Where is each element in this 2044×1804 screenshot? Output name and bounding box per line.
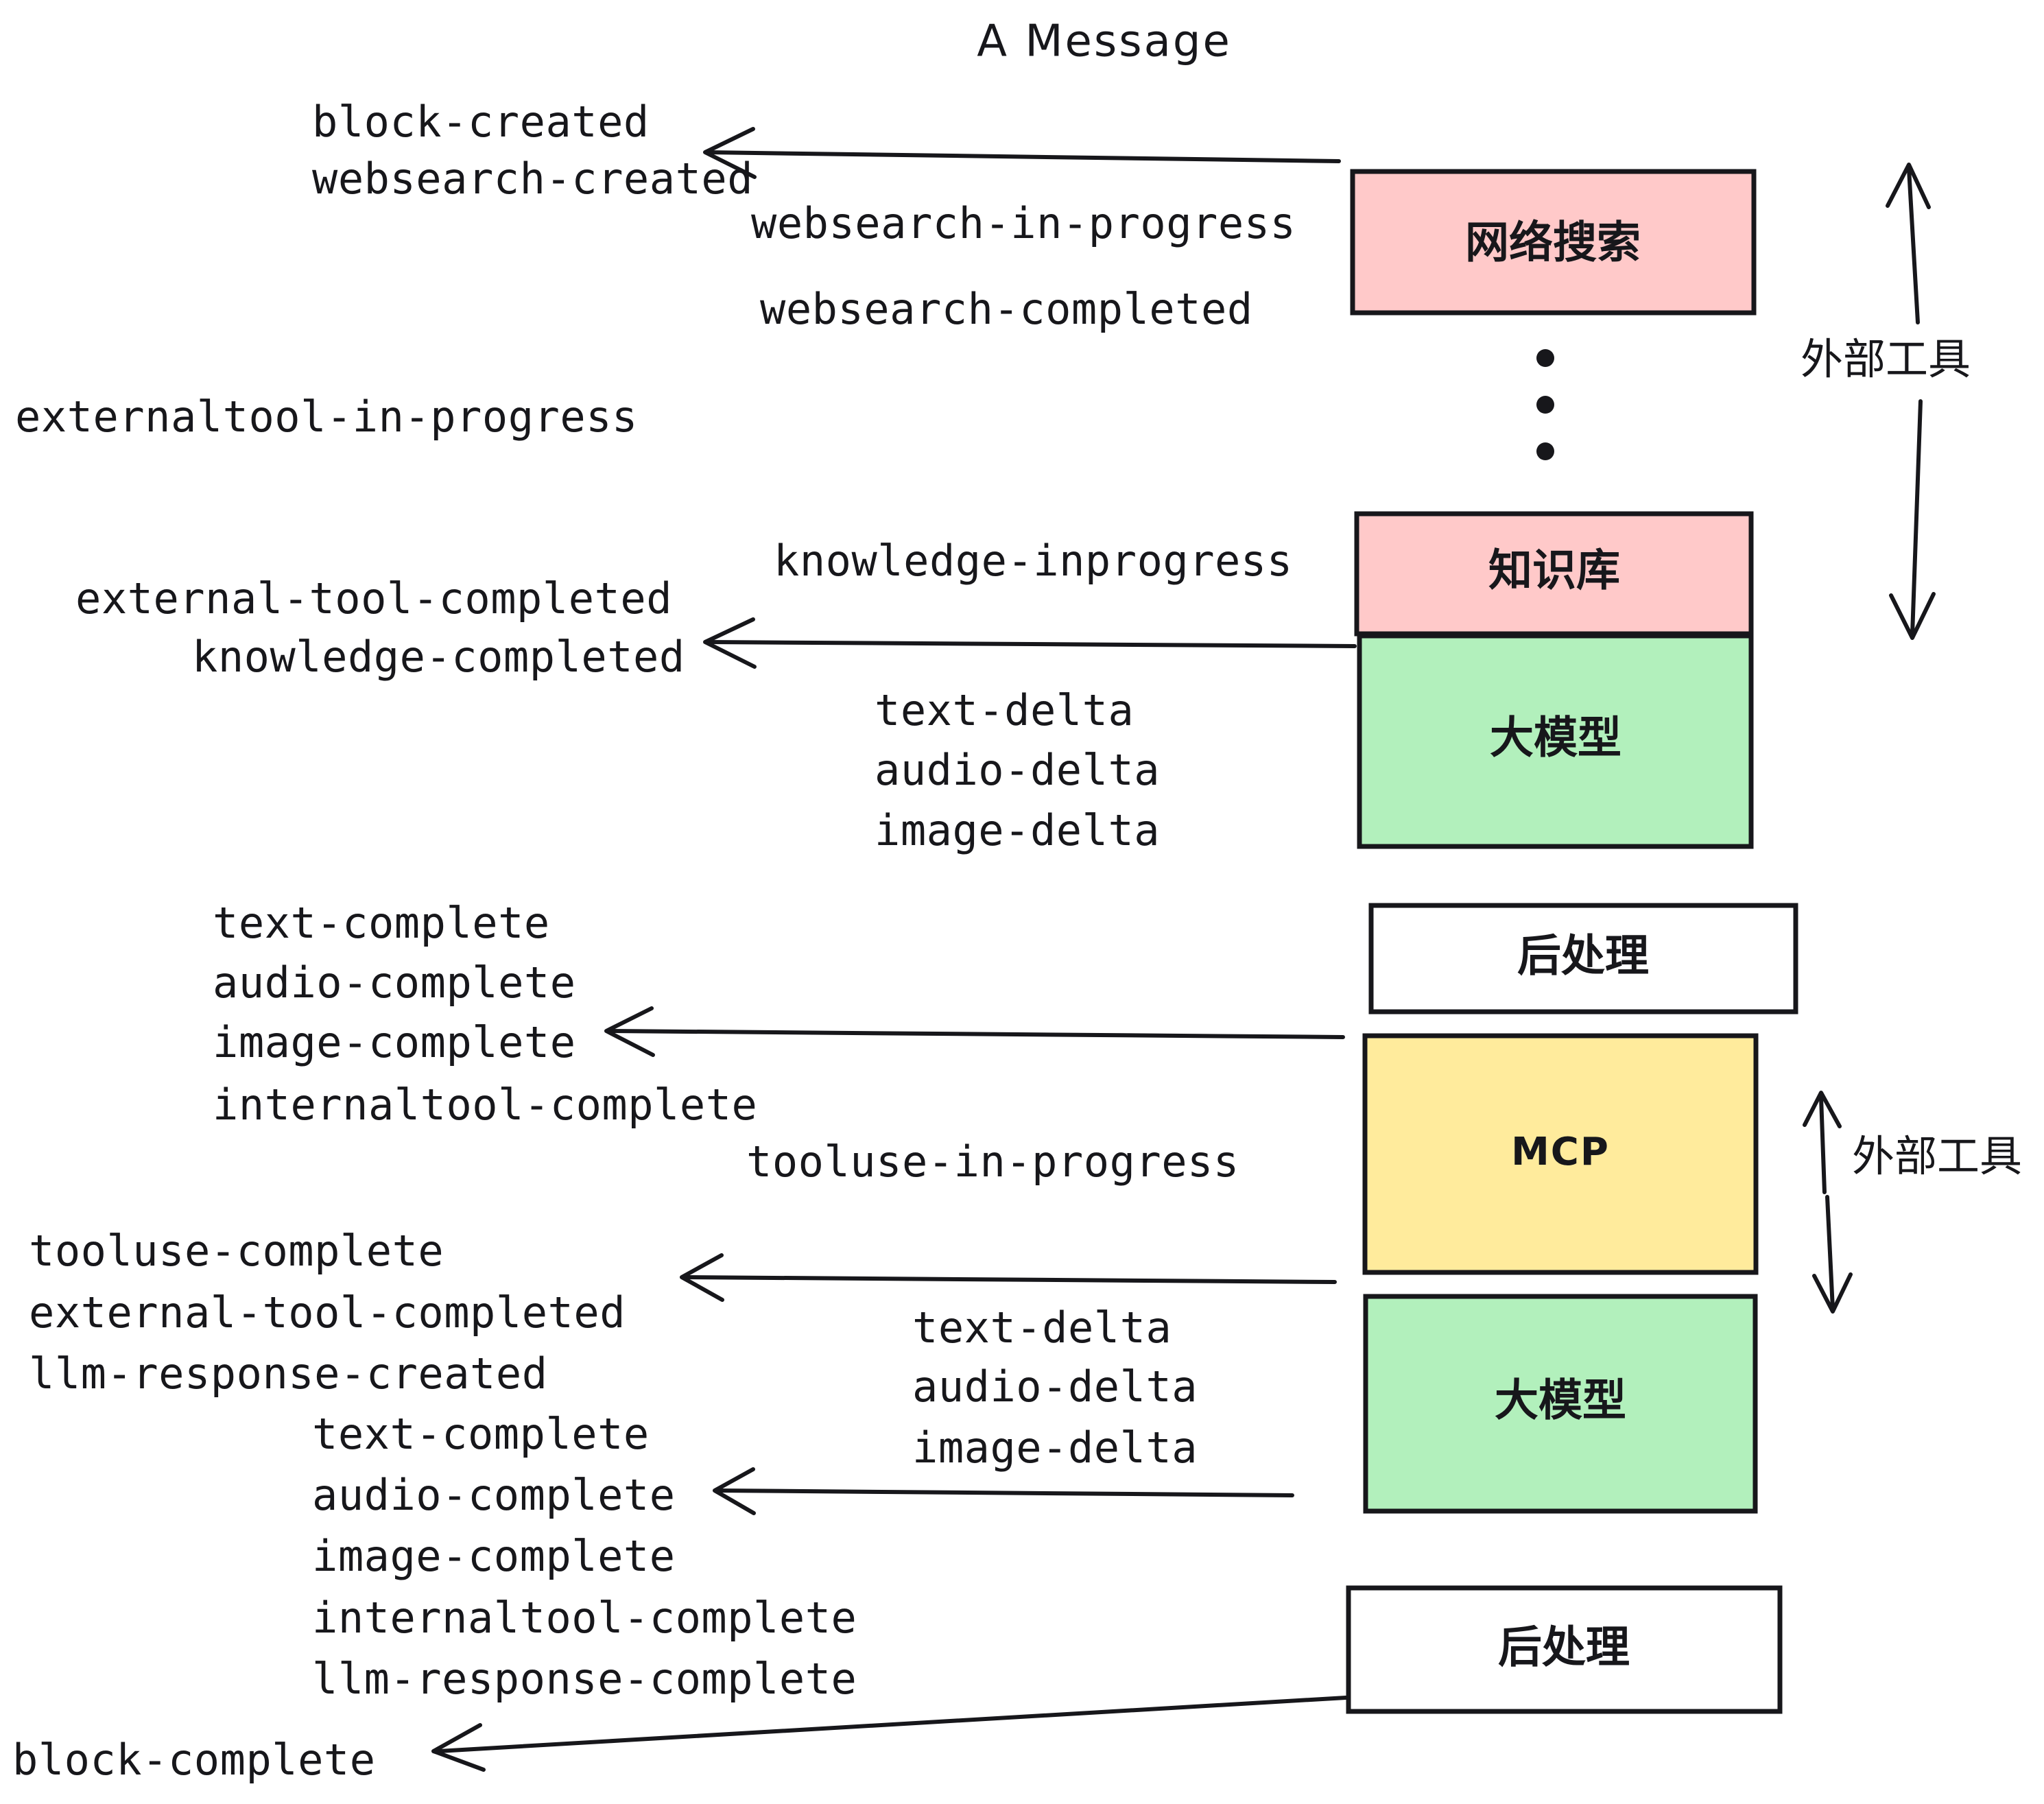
event-text-complete-1: text-complete (213, 898, 550, 948)
event-websearch-in-progress: websearch-in-progress (751, 198, 1296, 248)
event-audio-complete-2: audio-complete (312, 1470, 676, 1520)
event-text-delta-1: text-delta (875, 685, 1134, 735)
event-block-created: block-created (312, 97, 650, 147)
box-mcp-label: MCP (1511, 1130, 1610, 1174)
event-externaltool-in-progress: externaltool-in-progress (15, 392, 638, 442)
event-block-complete: block-complete (12, 1735, 376, 1785)
arrow-knowledge-to-completed (703, 617, 1357, 669)
arrow-mcp-to-tooluse-complete (680, 1253, 1337, 1302)
event-knowledge-inprogress: knowledge-inprogress (774, 536, 1293, 586)
event-internaltool-complete-2: internaltool-complete (312, 1593, 857, 1643)
arrow-websearch-to-created (703, 127, 1341, 179)
event-external-tool-completed-2: external-tool-completed (29, 1287, 626, 1338)
ellipsis-dot (1536, 442, 1554, 460)
box-knowledge[interactable] (1354, 511, 1754, 637)
event-llm-response-complete: llm-response-complete (312, 1654, 857, 1704)
box-websearch[interactable] (1350, 169, 1757, 316)
external-tools-bottom-arrows (1803, 1091, 1853, 1314)
ellipsis-dot (1536, 349, 1554, 367)
box-postprocess-2[interactable] (1346, 1585, 1783, 1714)
event-image-delta-2: image-delta (912, 1423, 1198, 1473)
event-audio-delta-1: audio-delta (875, 745, 1160, 795)
page-title: A Message (977, 16, 1232, 67)
arrow-postprocess-to-image-complete (604, 1006, 1345, 1057)
box-llm-2-label: 大模型 (1495, 1376, 1626, 1427)
event-image-complete-2: image-complete (312, 1531, 676, 1581)
box-knowledge-label: 知识库 (1488, 546, 1620, 597)
event-audio-delta-2: audio-delta (912, 1362, 1198, 1412)
box-llm-1-label: 大模型 (1490, 713, 1621, 764)
event-image-complete-1: image-complete (213, 1017, 576, 1067)
external-tools-top-arrows (1886, 163, 1936, 640)
event-knowledge-completed: knowledge-completed (192, 632, 685, 682)
event-text-complete-2: text-complete (312, 1409, 650, 1459)
event-tooluse-complete: tooluse-complete (29, 1226, 444, 1276)
arrow-llm2-to-audio-complete (713, 1467, 1294, 1515)
ellipsis-dot (1536, 396, 1554, 414)
event-llm-response-created: llm-response-created (29, 1349, 548, 1399)
box-mcp[interactable] (1362, 1033, 1759, 1275)
event-websearch-created: websearch-created (312, 154, 753, 204)
box-postprocess-1-label: 后处理 (1517, 931, 1649, 982)
box-llm-1[interactable] (1357, 633, 1754, 849)
event-image-delta-1: image-delta (875, 805, 1160, 855)
box-websearch-label: 网络搜索 (1465, 218, 1641, 269)
event-text-delta-2: text-delta (912, 1303, 1172, 1353)
external-tools-top-label: 外部工具 (1801, 334, 1971, 384)
event-websearch-completed: websearch-completed (760, 284, 1253, 334)
event-external-tool-completed-1: external-tool-completed (75, 573, 672, 624)
box-postprocess-2-label: 后处理 (1498, 1623, 1630, 1674)
box-llm-2[interactable] (1363, 1294, 1758, 1514)
box-postprocess-1[interactable] (1368, 903, 1798, 1014)
event-audio-complete-1: audio-complete (213, 958, 576, 1008)
arrow-postprocess2-to-block-complete (431, 1696, 1348, 1772)
event-internaltool-complete-1: internaltool-complete (213, 1080, 757, 1130)
event-tooluse-in-progress: tooluse-in-progress (746, 1137, 1239, 1187)
external-tools-bottom-label: 外部工具 (1852, 1131, 2022, 1181)
